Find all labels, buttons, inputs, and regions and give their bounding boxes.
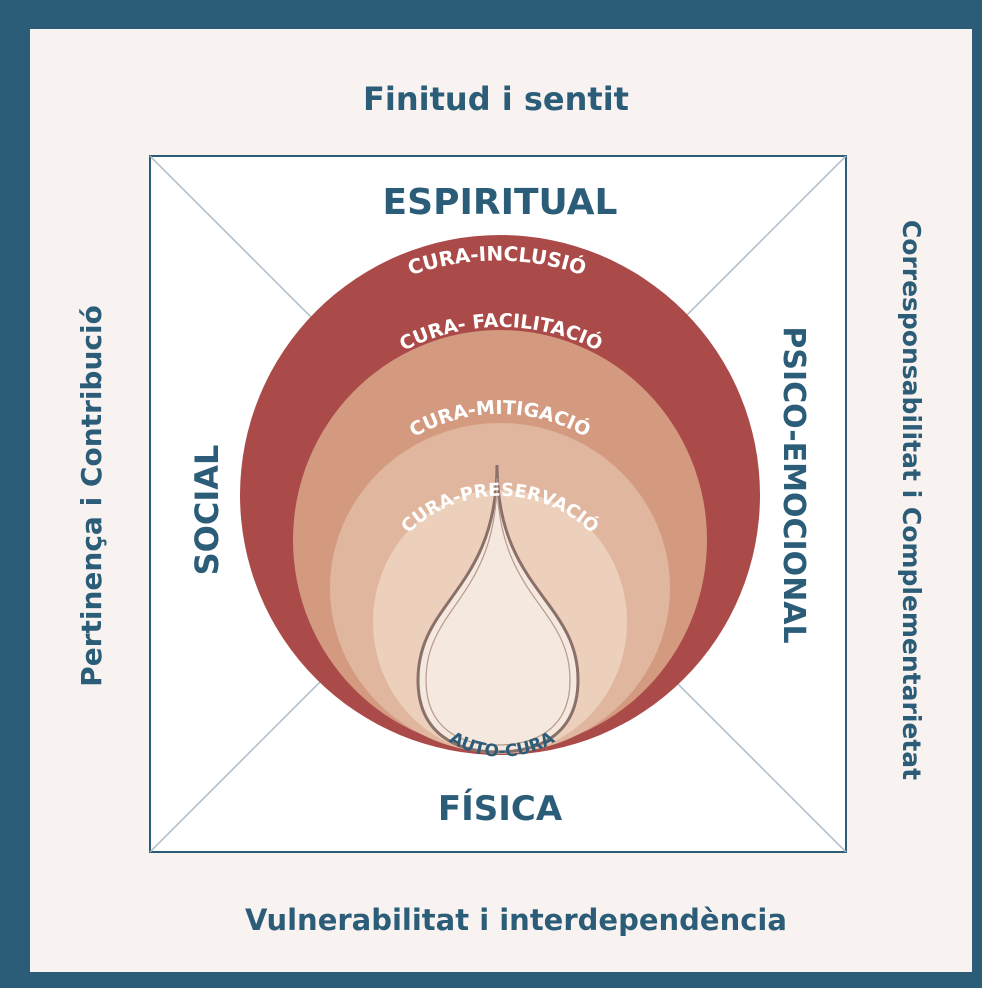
outer-label-right: Corresponsabilitat i Complementarietat xyxy=(897,220,926,780)
dimension-fisica: FÍSICA xyxy=(438,788,563,829)
drop-auto-cura xyxy=(416,464,580,754)
dimension-social: SOCIAL xyxy=(188,445,226,576)
dimension-psico-emocional: PSICO-EMOCIONAL xyxy=(776,326,811,643)
drop-inner-outline xyxy=(425,477,571,746)
dimension-espiritual: ESPIRITUAL xyxy=(383,182,618,223)
outer-label-bottom: Vulnerabilitat i interdependència xyxy=(245,903,787,937)
outer-label-top: Finitud i sentit xyxy=(363,80,629,118)
outer-label-left: Pertinença i Contribució xyxy=(75,305,108,687)
